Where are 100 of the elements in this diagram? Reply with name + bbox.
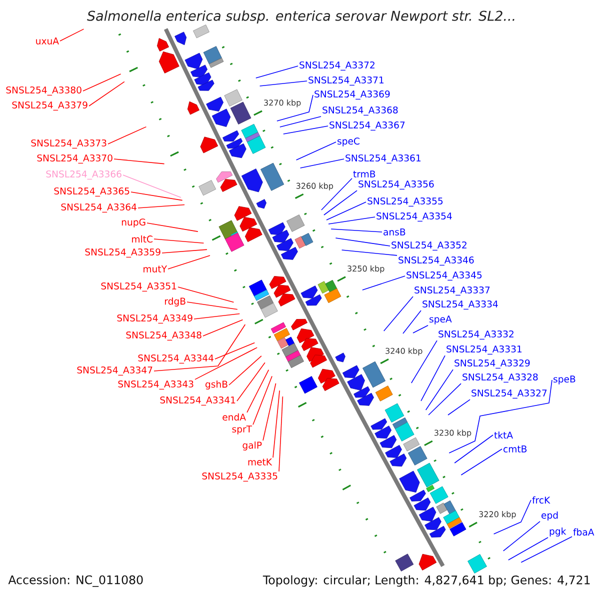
leader-line bbox=[330, 228, 382, 232]
gene-label: SNSL254_A3380 bbox=[6, 86, 82, 96]
gene-label: uxuA bbox=[36, 38, 59, 44]
gene-label: SNSL254_A3328 bbox=[462, 373, 538, 383]
leader-line bbox=[154, 238, 204, 244]
gene-label: trmB bbox=[353, 170, 376, 178]
gene-label: SNSL254_A3335 bbox=[202, 472, 278, 482]
gene-label: ansB bbox=[384, 228, 406, 236]
gene-label: SNSL254_A3347 bbox=[77, 366, 152, 376]
leader-line bbox=[448, 380, 552, 454]
leader-line bbox=[420, 355, 446, 402]
gene-label: SNSL254_A3379 bbox=[12, 101, 88, 111]
gene-label: speB bbox=[554, 376, 576, 384]
leader-line bbox=[252, 376, 272, 426]
gene-label: SNSL254_A3348 bbox=[126, 331, 202, 341]
leader-line bbox=[246, 369, 270, 413]
leader-line bbox=[272, 390, 280, 458]
leader-line bbox=[324, 190, 358, 216]
gene-label: SNSL254_A3364 bbox=[61, 203, 136, 213]
leader-line bbox=[236, 362, 266, 402]
leader-line bbox=[428, 383, 462, 416]
leader-line bbox=[341, 250, 398, 256]
leader-line bbox=[194, 347, 258, 380]
gene-label: frcK bbox=[532, 496, 550, 504]
scale-label: 3260 kbp bbox=[295, 182, 334, 191]
gene-label: SNSL254_A3371 bbox=[308, 76, 384, 86]
leader-line bbox=[383, 296, 414, 332]
title: Salmonella enterica subsp. enterica serovar Newport str. SL2... bbox=[87, 10, 514, 24]
leader-line bbox=[276, 94, 314, 122]
gene-label: rdgB bbox=[165, 298, 186, 306]
scale-label: 3220 kbp bbox=[478, 510, 517, 520]
leader-line bbox=[326, 202, 366, 220]
gene-label: SNSL254_A3329 bbox=[454, 359, 530, 369]
gene-label: SNSL254_A3359 bbox=[85, 248, 160, 258]
gene-label: epd bbox=[542, 512, 558, 520]
gene-label: SNSL254_A3355 bbox=[368, 197, 443, 207]
gene-label: nupG bbox=[122, 218, 146, 228]
gene-label: tktA bbox=[494, 431, 513, 439]
leader-line bbox=[114, 158, 165, 164]
leader-line bbox=[448, 399, 470, 416]
gene-label: SNSL254_A3367 bbox=[330, 121, 405, 131]
gene-label: pgk bbox=[550, 528, 566, 536]
leader-line bbox=[259, 80, 308, 86]
leader-line bbox=[168, 255, 210, 270]
leader-line bbox=[282, 126, 328, 134]
gene-label: SNSL254_A3372 bbox=[300, 61, 374, 71]
leader-line bbox=[410, 340, 438, 384]
leader-line bbox=[296, 142, 336, 160]
gene-label: SNSL254_A3327 bbox=[472, 389, 547, 399]
leader-line bbox=[493, 500, 532, 534]
leader-line bbox=[262, 382, 276, 441]
gene-label: SNSL254_A3332 bbox=[438, 330, 514, 340]
footer-text: Topology: circular; Length: 4,827,641 bp; Genes: 4,721 bbox=[262, 575, 590, 587]
gene-label: SNSL254_A3334 bbox=[422, 300, 498, 310]
leader-line bbox=[162, 249, 208, 254]
leader-line bbox=[130, 192, 183, 201]
gene-label: SNSL254_A3344 bbox=[138, 354, 214, 364]
gene-label: galP bbox=[242, 442, 262, 450]
scale-label: 3230 kbp bbox=[433, 429, 472, 438]
leader-line bbox=[138, 204, 185, 208]
gene-label: SNSL254_A3370 bbox=[37, 154, 112, 164]
leader-line bbox=[460, 448, 502, 476]
gene-label: SNSL254_A3369 bbox=[314, 90, 390, 100]
leader-line bbox=[508, 537, 548, 560]
leader-line bbox=[335, 238, 390, 246]
gene-label: SNSL254_A3366 bbox=[46, 170, 122, 180]
leader-line bbox=[520, 536, 572, 563]
gene-label: speA bbox=[430, 316, 452, 324]
leader-line bbox=[214, 342, 256, 360]
gene-label: SNSL254_A3361 bbox=[346, 154, 421, 164]
gene-label: SNSL254_A3351 bbox=[101, 282, 176, 292]
leader-line bbox=[228, 356, 262, 386]
leader-line bbox=[454, 434, 494, 464]
gene-label: SNSL254_A3341 bbox=[160, 396, 236, 406]
leader-line bbox=[402, 310, 422, 334]
leader-line bbox=[502, 521, 540, 552]
leader-line bbox=[321, 178, 352, 210]
leader-line bbox=[108, 126, 147, 144]
gene-label: SNSL254_A3346 bbox=[398, 256, 474, 266]
leader-line bbox=[280, 116, 322, 128]
leader-line bbox=[178, 286, 234, 303]
gene-label: speC bbox=[338, 138, 360, 146]
gene-label: SNSL254_A3337 bbox=[414, 286, 490, 296]
leader-line bbox=[82, 74, 122, 92]
gene-label: SNSL254_A3331 bbox=[446, 345, 522, 355]
leader-line bbox=[256, 66, 298, 78]
gene-label: SNSL254_A3356 bbox=[358, 180, 434, 190]
scale-label: 3240 kbp bbox=[384, 347, 424, 356]
gene-label: SNSL254_A3368 bbox=[322, 106, 398, 116]
gene-label: mutY bbox=[144, 266, 168, 272]
gene-label: SNSL254_A3345 bbox=[406, 271, 482, 281]
gene-label: metK bbox=[248, 458, 272, 466]
leader-line bbox=[412, 324, 428, 334]
gene-label: fbaA bbox=[573, 528, 594, 536]
gene-label: SNSL254_A3373 bbox=[31, 139, 106, 149]
leader-line bbox=[300, 158, 344, 168]
leader-line bbox=[60, 28, 84, 42]
gene-label: SNSL254_A3354 bbox=[376, 212, 452, 222]
gene-label: SNSL254_A3349 bbox=[117, 314, 192, 324]
gene-label: SNSL254_A3365 bbox=[54, 187, 130, 197]
